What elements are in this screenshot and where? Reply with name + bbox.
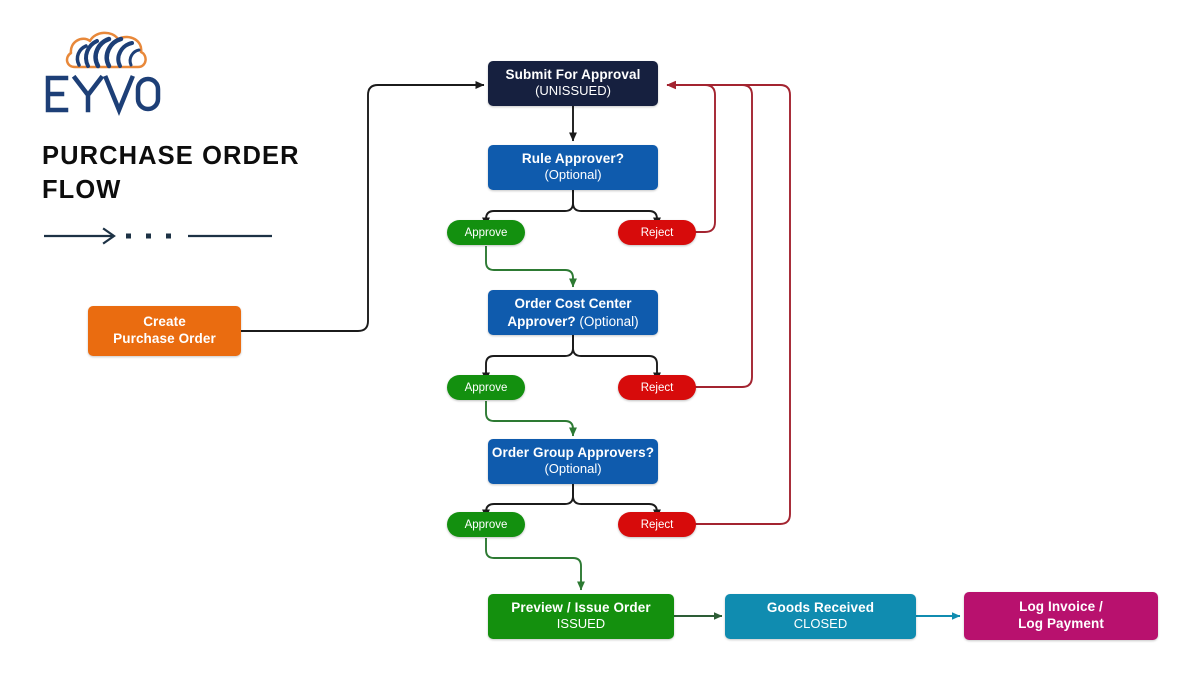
node-order-group-approvers[interactable]: Order Group Approvers? (Optional) [488, 439, 658, 484]
node-create-purchase-order-line-1: Create [143, 314, 186, 330]
node-goods-received[interactable]: Goods Received CLOSED [725, 594, 916, 639]
page-title: PURCHASE ORDER FLOW [42, 116, 342, 207]
pill-reject-1[interactable]: Reject [618, 220, 696, 245]
node-order-cost-center-approver[interactable]: Order Cost Center Approver? (Optional) [488, 290, 658, 335]
page-title-line-1: PURCHASE ORDER [42, 142, 300, 170]
node-rule-approver-status: (Optional) [544, 167, 602, 183]
eyvo-cloud-logo-icon [65, 31, 147, 69]
node-submit-for-approval[interactable]: Submit For Approval (UNISSUED) [488, 61, 658, 106]
edge-approve1-to-cost-center [485, 246, 577, 288]
pill-reject-3[interactable]: Reject [618, 512, 696, 537]
node-create-purchase-order-line-2: Purchase Order [113, 331, 216, 346]
node-submit-for-approval-status: (UNISSUED) [535, 83, 611, 99]
arrow-dots-rule-icon [44, 227, 272, 245]
edge-reject1-to-submit [666, 80, 716, 233]
node-preview-issue-order-title: Preview / Issue Order [511, 599, 651, 615]
node-create-purchase-order[interactable]: Create Purchase Order [88, 306, 241, 356]
node-log-invoice-line-2: Log Payment [1018, 616, 1104, 631]
edge-approve3-to-preview [485, 538, 585, 591]
node-goods-received-status: CLOSED [793, 616, 848, 632]
pill-approve-1[interactable]: Approve [447, 220, 525, 245]
pill-approve-3[interactable]: Approve [447, 512, 525, 537]
node-submit-for-approval-title: Submit For Approval [505, 66, 641, 82]
eyvo-wordmark [45, 74, 161, 116]
node-rule-approver[interactable]: Rule Approver? (Optional) [488, 145, 658, 190]
node-order-cost-center-approver-status: (Optional) [579, 313, 639, 329]
node-log-invoice-line-1: Log Invoice / [1019, 599, 1103, 615]
node-preview-issue-order[interactable]: Preview / Issue Order ISSUED [488, 594, 674, 639]
node-order-cost-center-approver-line-1: Order Cost Center [514, 296, 632, 312]
node-order-cost-center-approver-line-2: Approver? [507, 313, 576, 329]
node-rule-approver-title: Rule Approver? [521, 150, 625, 166]
edge-approve2-to-group [485, 401, 577, 437]
node-order-group-approvers-status: (Optional) [544, 461, 602, 477]
edge-reject3-to-submit [666, 80, 791, 525]
node-preview-issue-order-status: ISSUED [556, 616, 606, 632]
pill-reject-2[interactable]: Reject [618, 375, 696, 400]
node-goods-received-title: Goods Received [766, 599, 875, 615]
page-title-line-2: FLOW [42, 175, 122, 204]
node-order-group-approvers-title: Order Group Approvers? [491, 444, 655, 460]
node-log-invoice-log-payment[interactable]: Log Invoice / Log Payment [964, 592, 1158, 640]
pill-approve-2[interactable]: Approve [447, 375, 525, 400]
brand-block: PURCHASE ORDER FLOW [42, 28, 342, 247]
